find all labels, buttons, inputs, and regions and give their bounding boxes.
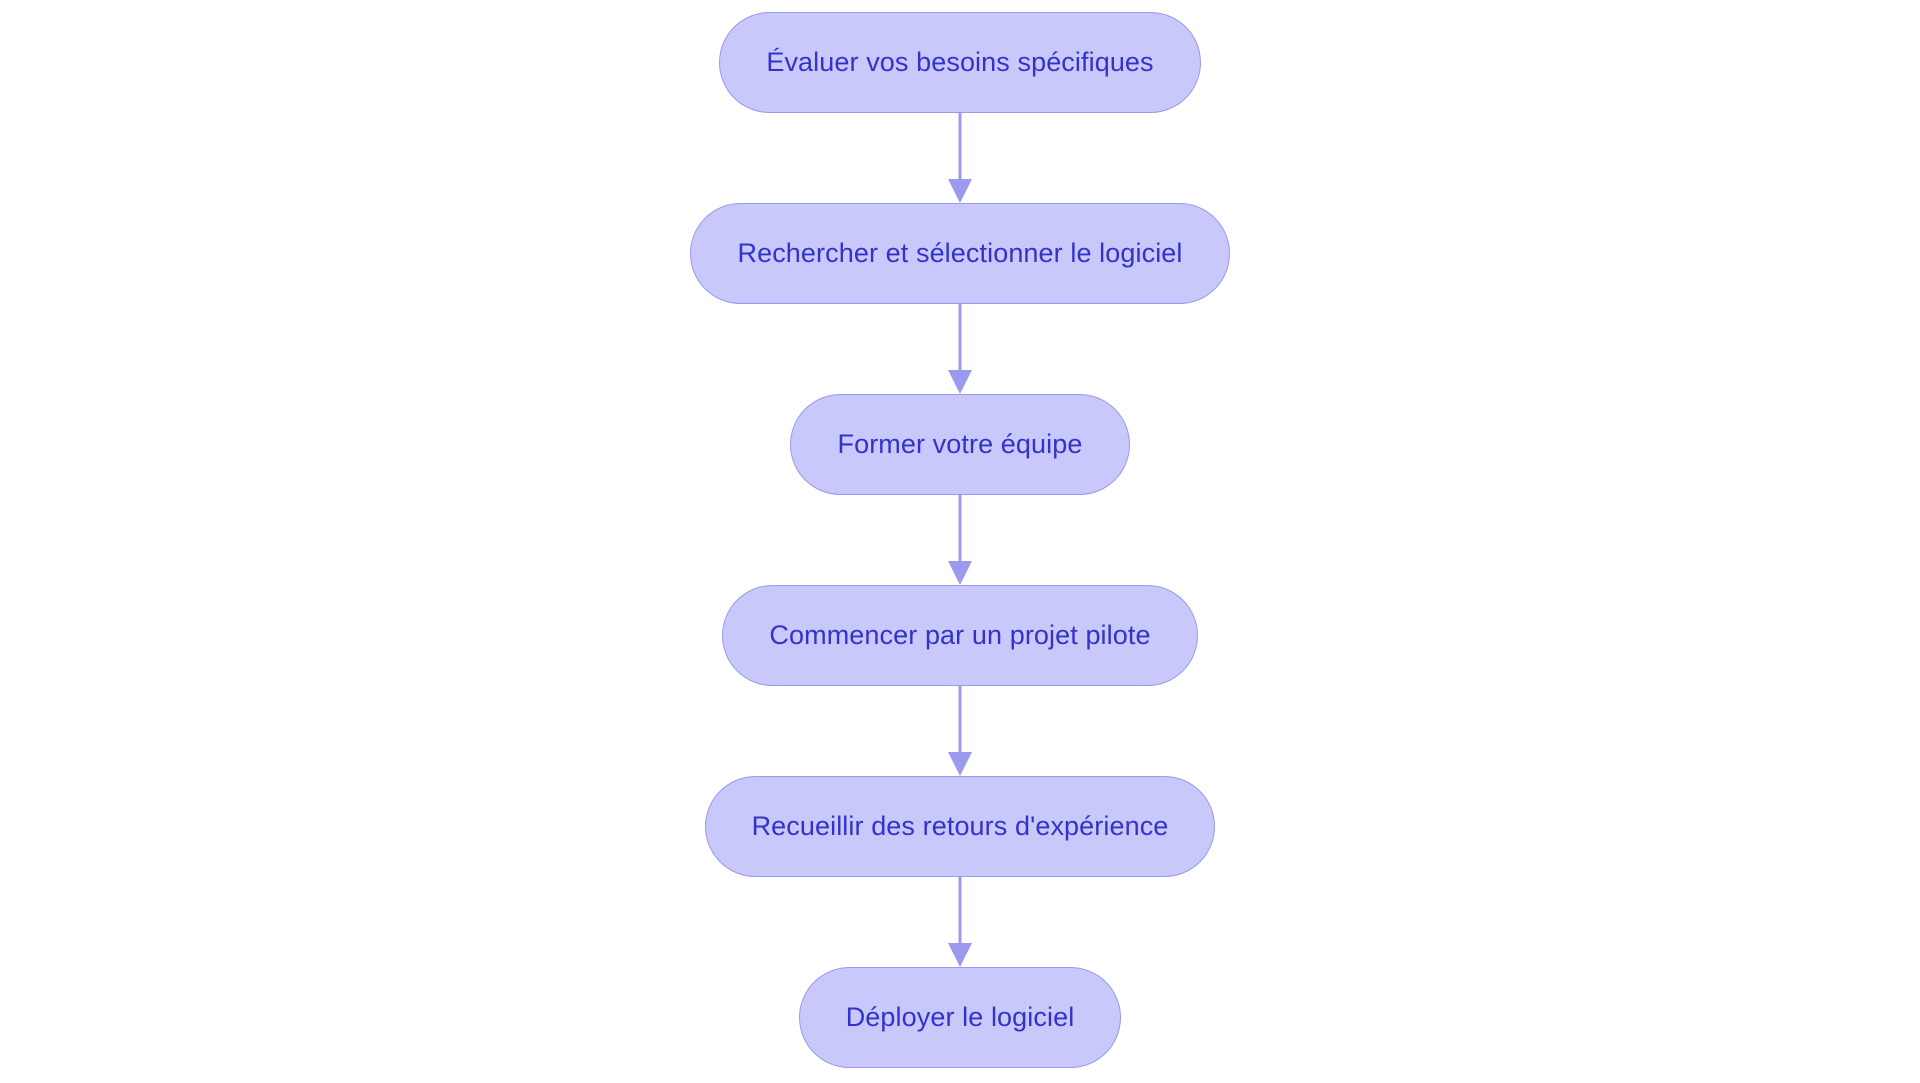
flow-edge-4-to-5 (0, 686, 1920, 776)
flow-node-label: Rechercher et sélectionner le logiciel (737, 238, 1183, 268)
flow-node-label: Déployer le logiciel (845, 1002, 1075, 1032)
flow-edge-1-to-2 (0, 113, 1920, 203)
arrow-line (958, 113, 962, 179)
flow-node-label: Recueillir des retours d'expérience (751, 811, 1169, 841)
flow-node-label: Commencer par un projet pilote (769, 620, 1151, 650)
arrow-head (948, 179, 972, 203)
arrow-line (958, 877, 962, 943)
arrow-down-icon (948, 686, 972, 776)
flow-node-former-equipe[interactable]: Former votre équipe (790, 394, 1130, 495)
flow-row-6: Déployer le logiciel (0, 967, 1920, 1068)
arrow-line (958, 686, 962, 752)
flow-row-2: Rechercher et sélectionner le logiciel (0, 203, 1920, 304)
flow-row-1: Évaluer vos besoins spécifiques (0, 12, 1920, 113)
arrow-head (948, 943, 972, 967)
flow-node-retours-experience[interactable]: Recueillir des retours d'expérience (704, 776, 1216, 877)
arrow-down-icon (948, 113, 972, 203)
flow-node-label: Former votre équipe (837, 429, 1083, 459)
flow-row-5: Recueillir des retours d'expérience (0, 776, 1920, 877)
flow-row-4: Commencer par un projet pilote (0, 585, 1920, 686)
flow-node-label: Évaluer vos besoins spécifiques (766, 47, 1154, 77)
flow-node-rechercher-selectionner[interactable]: Rechercher et sélectionner le logiciel (690, 203, 1230, 304)
arrow-down-icon (948, 304, 972, 394)
arrow-head (948, 370, 972, 394)
arrow-head (948, 752, 972, 776)
flow-edge-3-to-4 (0, 495, 1920, 585)
flow-edge-2-to-3 (0, 304, 1920, 394)
flow-edge-5-to-6 (0, 877, 1920, 967)
arrow-line (958, 304, 962, 370)
flow-node-projet-pilote[interactable]: Commencer par un projet pilote (722, 585, 1198, 686)
arrow-head (948, 561, 972, 585)
arrow-line (958, 495, 962, 561)
top-spacer (0, 0, 1920, 12)
flow-node-evaluer-besoins[interactable]: Évaluer vos besoins spécifiques (719, 12, 1201, 113)
flow-row-3: Former votre équipe (0, 394, 1920, 495)
arrow-down-icon (948, 495, 972, 585)
arrow-down-icon (948, 877, 972, 967)
flow-node-deployer-logiciel[interactable]: Déployer le logiciel (798, 967, 1122, 1068)
